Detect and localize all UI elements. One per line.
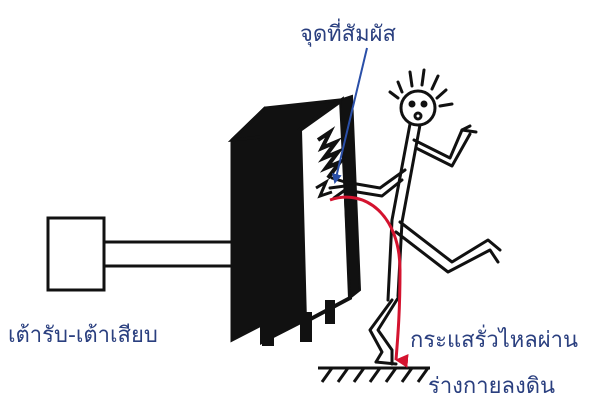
current-leak-label-line2: ร่างกายลงดิน — [428, 374, 556, 399]
current-path-arrow — [329, 195, 409, 368]
current-leak-label-line1: กระแสรั่วไหลผ่าน — [410, 328, 579, 353]
electrical-cabinet-icon — [227, 94, 362, 346]
plug-cord — [102, 240, 236, 268]
shocked-stick-figure-icon — [328, 68, 502, 366]
contact-pointer-arrow — [331, 47, 368, 184]
person-head — [399, 89, 437, 127]
plug-body — [46, 216, 106, 292]
plug-connector-icon — [46, 216, 236, 292]
ground-hatch-icon — [318, 366, 430, 383]
contact-point-label: จุดที่สัมผัส — [300, 22, 396, 47]
outlet-plug-label: เต้ารับ-เต้าเสียบ — [8, 323, 158, 348]
